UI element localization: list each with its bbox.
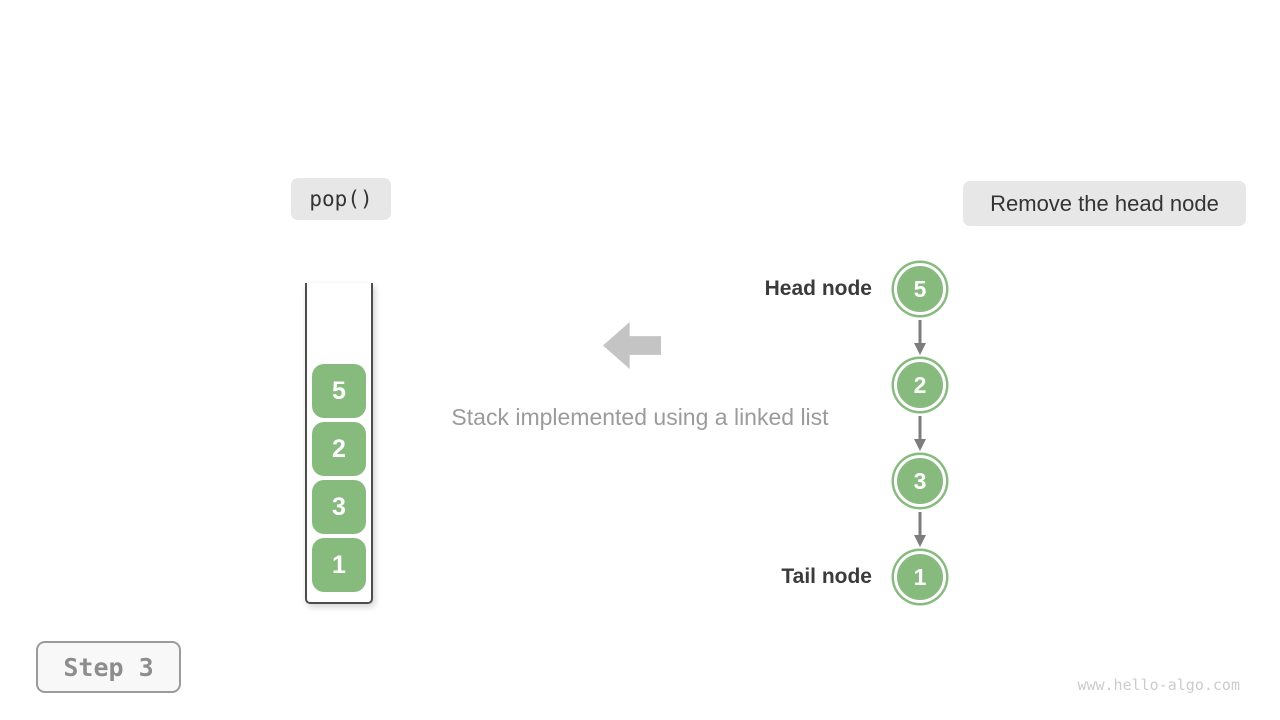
stack-cell: 1 [312, 538, 366, 592]
description-badge: Remove the head node [963, 181, 1246, 226]
operation-badge-label: pop() [309, 187, 373, 211]
linked-list-node: 5 [894, 263, 946, 315]
step-badge-label: Step 3 [63, 652, 154, 682]
stack-cell: 5 [312, 364, 366, 418]
operation-badge: pop() [291, 178, 391, 220]
tail-node-label: Tail node [781, 565, 872, 588]
linked-list-node: 1 [894, 551, 946, 603]
linked-list-node: 2 [894, 359, 946, 411]
stack-cell: 3 [312, 480, 366, 534]
down-arrow-icon [913, 507, 927, 551]
down-arrow-icon [913, 315, 927, 359]
left-arrow-icon [603, 322, 661, 369]
down-arrow-icon [913, 411, 927, 455]
stack-container: 5 2 3 1 [305, 283, 373, 604]
stack-cell: 2 [312, 422, 366, 476]
step-badge: Step 3 [36, 641, 181, 693]
caption-text: Stack implemented using a linked list [451, 404, 829, 430]
linked-list-node: 3 [894, 455, 946, 507]
description-badge-label: Remove the head node [990, 190, 1219, 216]
linked-list: 5 2 3 1 [891, 263, 949, 603]
watermark-text: www.hello-algo.com [1077, 676, 1240, 694]
head-node-label: Head node [764, 277, 872, 300]
